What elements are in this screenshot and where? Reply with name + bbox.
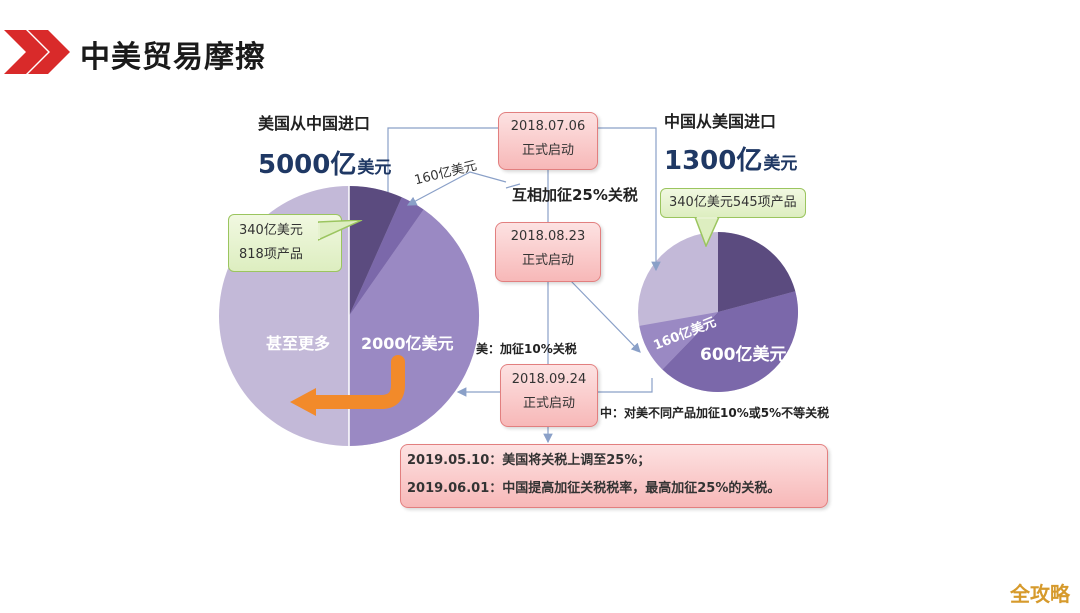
cn-import-amount: 1300亿美元 <box>664 140 797 177</box>
final-line-1: 2019.05.10：美国将关税上调至25%； <box>407 453 651 468</box>
callout-pointer-icon <box>318 220 363 241</box>
final-line-2: 2019.06.01：中国提高加征关税税率，最高加征25%的关税。 <box>407 481 781 496</box>
timeline-box-1-text: 正式启动 <box>521 143 574 158</box>
us-import-amount-number: 5000亿 <box>258 150 357 180</box>
cn-tariff-note: 中：对美不同产品加征10%或5%不等关税 <box>600 406 830 420</box>
timeline-box-3-text: 正式启动 <box>522 396 575 411</box>
slice-dark <box>718 231 796 312</box>
slice-mid <box>349 197 424 316</box>
timeline-box-3: 2018.09.24 正式启动 <box>500 364 598 427</box>
us-tariff-note: 美：加征10%关税 <box>476 342 577 356</box>
cn-import-pie <box>638 231 799 393</box>
mutual-tariff-label: 互相加征25%关税 <box>512 186 638 204</box>
timeline-box-2-text: 正式启动 <box>521 253 574 268</box>
callout-pointer-icon <box>694 217 720 247</box>
slice-mid <box>639 312 718 370</box>
slice-main <box>662 291 799 393</box>
cn-import-label: 中国从美国进口 <box>664 112 777 131</box>
us-import-label: 美国从中国进口 <box>258 114 371 133</box>
cn-import-amount-number: 1300亿 <box>664 146 763 176</box>
us-import-amount-unit: 美元 <box>357 158 392 178</box>
cn-callout-box: 340亿美元545项产品 <box>660 188 806 218</box>
timeline-box-1: 2018.07.06 正式启动 <box>498 112 598 170</box>
brand-logo: 全攻略 <box>1010 582 1070 606</box>
cn-slice-main-label: 600亿美元 <box>700 345 787 365</box>
us-import-amount: 5000亿美元 <box>258 144 391 181</box>
chevron-double-icon <box>4 30 70 74</box>
slice-main <box>349 209 480 446</box>
us-slice-rest-label: 甚至更多 <box>266 334 331 353</box>
us-slice-main-label: 2000亿美元 <box>361 334 454 353</box>
curved-arrow-icon <box>305 355 405 409</box>
cn-callout-text: 340亿美元545项产品 <box>669 195 797 210</box>
us-callout-line1: 340亿美元 <box>239 223 303 238</box>
timeline-final-box: 2019.05.10：美国将关税上调至25%； 2019.06.01：中国提高加… <box>400 444 828 508</box>
slice-dark <box>349 186 402 316</box>
cn-import-amount-unit: 美元 <box>763 154 798 174</box>
timeline-box-1-date: 2018.07.06 <box>510 119 586 134</box>
timeline-box-2: 2018.08.23 正式启动 <box>495 222 601 282</box>
us-callout-line2: 818项产品 <box>239 247 303 262</box>
timeline-box-2-date: 2018.08.23 <box>510 229 586 244</box>
page-title: 中美贸易摩擦 <box>80 40 266 75</box>
timeline-box-3-date: 2018.09.24 <box>511 372 587 387</box>
